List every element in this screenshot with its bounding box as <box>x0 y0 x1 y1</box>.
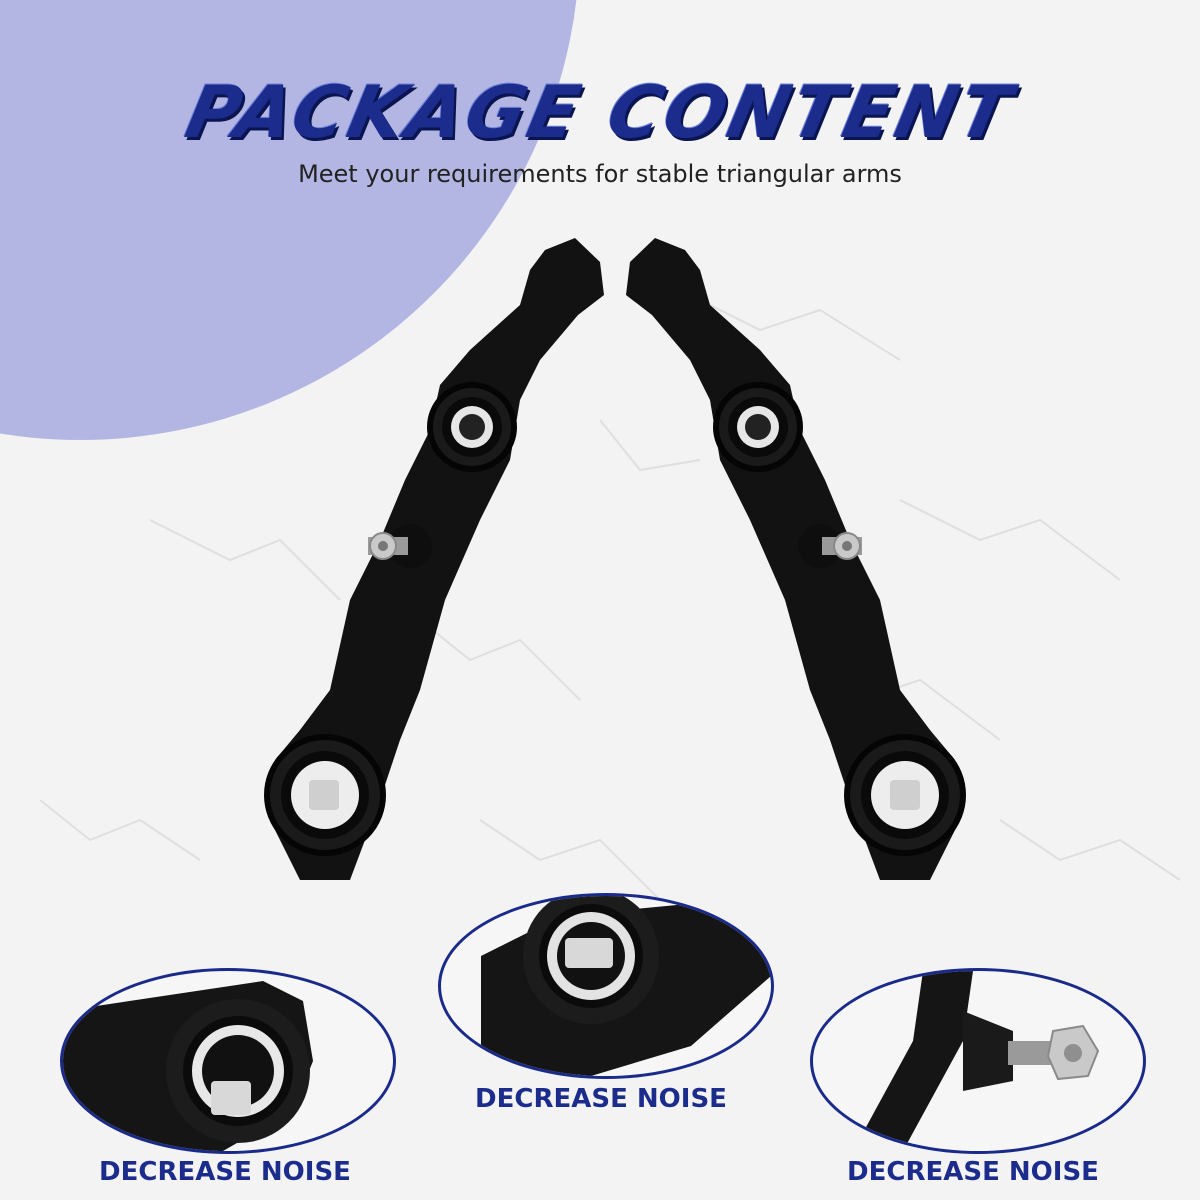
feature-caption-2: DECREASE NOISE <box>475 1084 727 1114</box>
feature-bubble-2 <box>438 893 774 1079</box>
ball-joint-closeup-icon <box>853 971 1100 1151</box>
bushing-closeup-icon <box>63 981 313 1151</box>
right-control-arm <box>626 238 966 880</box>
feature-caption-3: DECREASE NOISE <box>847 1157 1099 1187</box>
feature-caption-1: DECREASE NOISE <box>99 1157 351 1187</box>
page-subtitle: Meet your requirements for stable triang… <box>298 160 902 188</box>
feature-bubble-1 <box>60 968 396 1154</box>
left-control-arm <box>264 238 604 880</box>
bushing-closeup-icon <box>481 896 771 1076</box>
feature-bubble-3 <box>810 968 1146 1154</box>
